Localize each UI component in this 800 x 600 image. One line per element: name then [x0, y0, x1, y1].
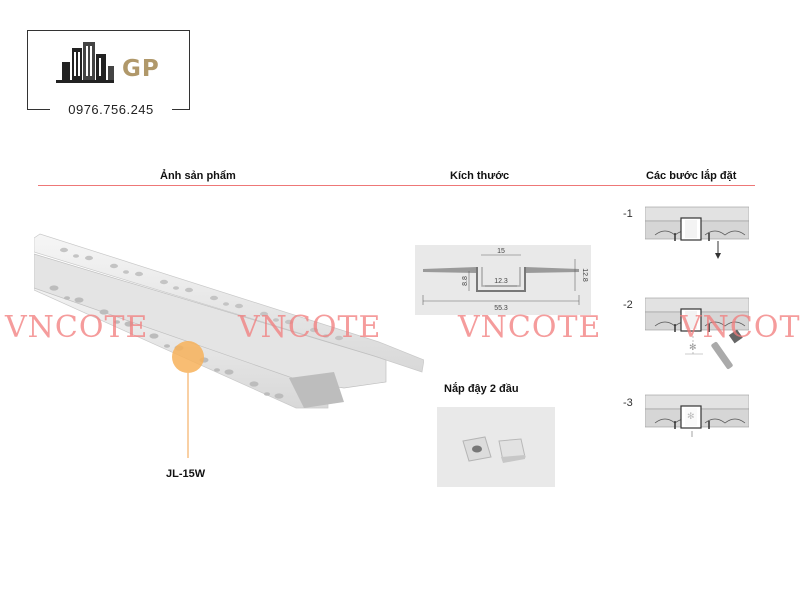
- header-install-steps: Các bước lắp đặt: [646, 170, 737, 182]
- install-step-2-diagram: ✻: [645, 297, 749, 369]
- building-logo-icon: [56, 42, 114, 83]
- header-product-image: Ảnh sản phẩm: [160, 170, 236, 182]
- svg-text:✻: ✻: [687, 412, 695, 422]
- watermark: VNCOTE: [5, 310, 149, 345]
- dimension-drawing: 15 12.3 8.8 12.8 55.3: [422, 248, 588, 312]
- callout-marker: [172, 341, 204, 458]
- end-caps-title: Nắp đậy 2 đầu: [444, 383, 519, 395]
- dim-inner-value: 12.3: [494, 278, 508, 285]
- end-caps-photo: [437, 407, 555, 487]
- dim-total-value: 55.3: [494, 305, 508, 312]
- step-number: -1: [623, 208, 633, 220]
- watermark: VNCOTE: [238, 310, 382, 345]
- dim-height-value: 12.8: [581, 268, 588, 282]
- step-number: -3: [623, 397, 633, 409]
- install-step-3-diagram: ✻: [645, 394, 749, 437]
- dim-depth-value: 8.8: [462, 276, 469, 286]
- end-caps-image: [462, 436, 526, 463]
- svg-text:✻: ✻: [689, 343, 697, 353]
- step-number: -2: [623, 299, 633, 311]
- product-model-label: JL-15W: [166, 468, 206, 480]
- watermark-clip: VNCOTE: [680, 312, 800, 346]
- install-step-1-diagram: [645, 206, 749, 259]
- product-profile-image: [34, 233, 424, 409]
- phone-number: 0976.756.245: [68, 102, 154, 117]
- header-dimensions: Kích thước: [450, 170, 510, 182]
- brand-logo-text: GP: [122, 56, 160, 82]
- watermark: VNCOTE: [680, 312, 800, 345]
- phone-gap: [50, 103, 172, 117]
- dimension-drawing-panel: [415, 245, 591, 315]
- header-divider: [38, 185, 755, 186]
- watermark: VNCOTE: [458, 310, 602, 345]
- dim-top-value: 15: [497, 248, 505, 255]
